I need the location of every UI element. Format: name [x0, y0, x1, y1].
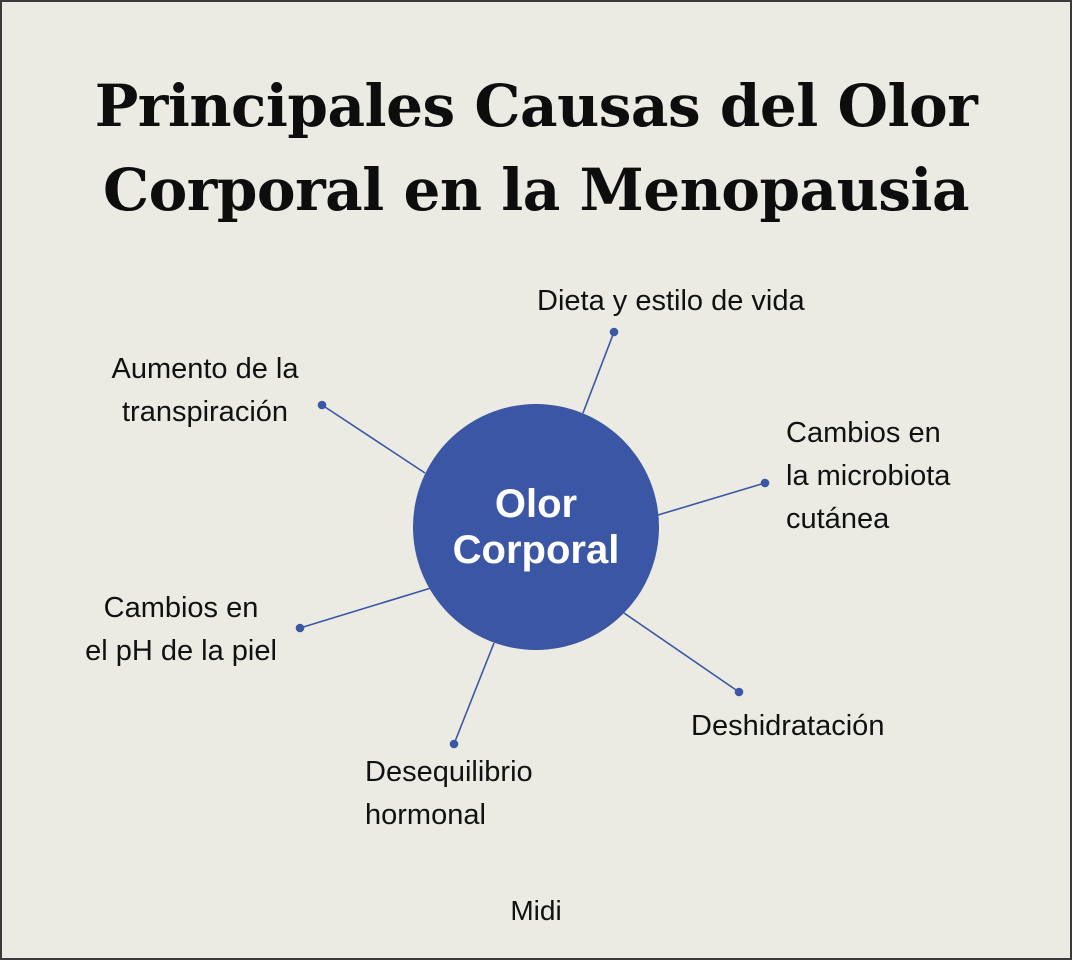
connector-dieta: [582, 331, 615, 414]
central-node-line-2: Corporal: [452, 528, 620, 572]
connector-dot-icon: [760, 478, 770, 488]
diagram-title: Principales Causas del Olor Corporal en …: [0, 64, 1072, 232]
branch-label-hormonal: Desequilibrio hormonal: [365, 756, 533, 831]
connector-dot-icon: [295, 623, 305, 633]
branch-label-transpiracion: Aumento de la transpiración: [111, 353, 299, 428]
central-node-line-1: Olor: [494, 482, 578, 526]
connector-dot-icon: [734, 687, 744, 697]
connector-ph: [299, 587, 432, 629]
connector-transpiracion: [321, 404, 426, 474]
branch-label-ph: Cambios en el pH de la piel: [85, 592, 277, 667]
connector-dot-icon: [317, 400, 327, 410]
connector-deshidratacion: [623, 612, 740, 693]
title-line-2: Corporal en la Menopausia: [102, 156, 970, 224]
connector-hormonal: [453, 642, 495, 745]
branch-label-microbiota: Cambios en la microbiota cutánea: [786, 417, 951, 535]
central-node: Olor Corporal: [413, 404, 659, 650]
title-line-1: Principales Causas del Olor: [94, 72, 978, 140]
branch-label-deshidratacion: Deshidratación: [691, 710, 885, 742]
connector-dot-icon: [449, 739, 459, 749]
footer-brand: Midi: [510, 895, 562, 926]
connector-dot-icon: [609, 327, 619, 337]
connector-microbiota: [657, 482, 766, 516]
branch-label-dieta: Dieta y estilo de vida: [537, 285, 805, 317]
